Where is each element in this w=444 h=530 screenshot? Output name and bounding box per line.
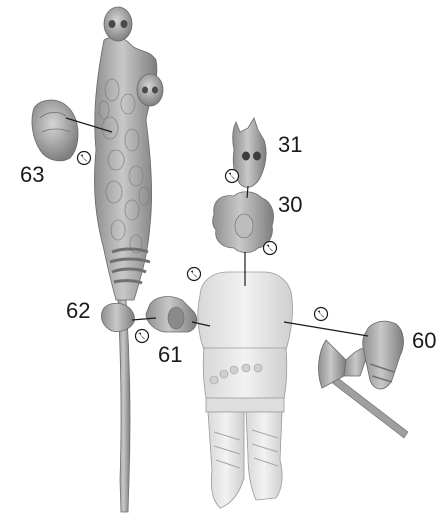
glue-icon (188, 268, 201, 281)
glue-icon (264, 242, 277, 255)
part-30-head (213, 192, 274, 253)
part-number-30: 30 (278, 192, 302, 217)
part-60-axe-arm (319, 321, 408, 438)
part-63-head (32, 100, 78, 161)
glue-icon (315, 308, 328, 321)
part-number-61: 61 (158, 342, 182, 367)
part-number-60: 60 (412, 328, 436, 353)
part-number-63: 63 (20, 162, 44, 187)
part-62-hand (101, 303, 134, 331)
part-number-31: 31 (278, 132, 302, 157)
glue-icon (136, 330, 149, 343)
part-61-arm (146, 297, 197, 332)
part-number-62: 62 (66, 298, 90, 323)
glue-icon (226, 170, 239, 183)
glue-icon (78, 152, 91, 165)
warrior-body (198, 272, 293, 508)
staff-figure (94, 7, 163, 512)
